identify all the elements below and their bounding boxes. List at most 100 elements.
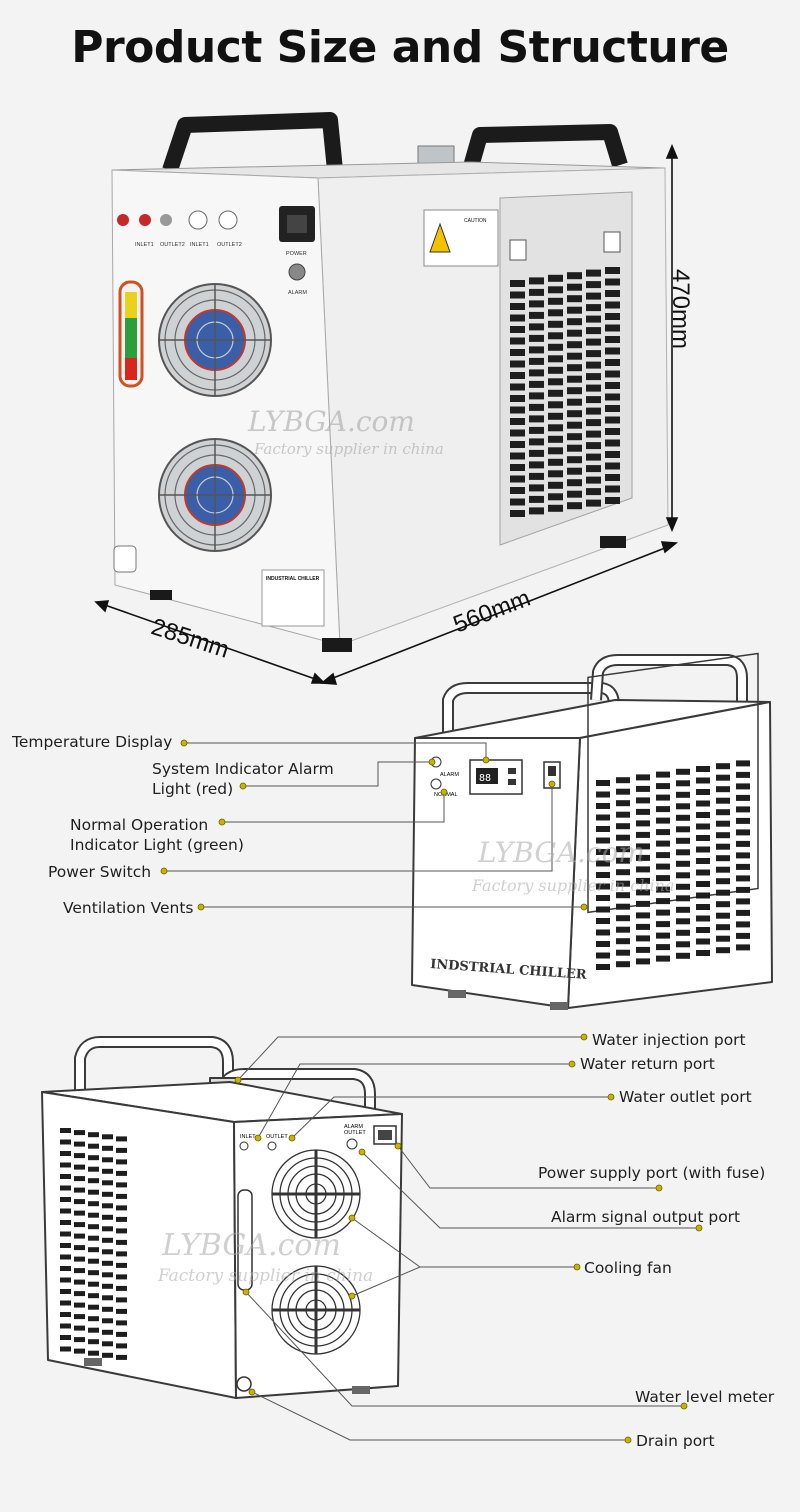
vent-slot bbox=[102, 1203, 113, 1209]
vent-slot bbox=[60, 1323, 71, 1329]
vent-slot bbox=[696, 766, 710, 772]
vent-slots bbox=[510, 267, 620, 517]
vent-slot bbox=[74, 1130, 85, 1136]
vent-slot bbox=[88, 1212, 99, 1218]
vent-slot bbox=[529, 438, 544, 446]
level-red bbox=[125, 358, 137, 380]
vent-slot bbox=[736, 863, 750, 870]
label-ventilation-vents: Ventilation Vents bbox=[63, 899, 194, 917]
vent-slot bbox=[548, 332, 563, 340]
vent-slot bbox=[510, 303, 525, 310]
vent-slot bbox=[102, 1134, 113, 1140]
vent-slot bbox=[636, 808, 650, 815]
vent-slot bbox=[567, 283, 582, 291]
vent-slot bbox=[676, 837, 690, 844]
vent-slot bbox=[74, 1141, 85, 1147]
alarm-connector bbox=[288, 263, 306, 281]
vent-slot bbox=[548, 366, 563, 374]
vent-slot bbox=[616, 880, 630, 887]
vent-slot bbox=[567, 433, 582, 441]
vent-slot bbox=[548, 504, 563, 512]
vent-slot bbox=[60, 1139, 71, 1145]
vent-slot bbox=[102, 1226, 113, 1232]
vent-slot bbox=[510, 406, 525, 414]
vent-slot bbox=[596, 929, 610, 936]
port-cap bbox=[160, 214, 172, 226]
vent-slot bbox=[548, 458, 563, 466]
vent-slot bbox=[60, 1220, 71, 1225]
vent-slot bbox=[116, 1274, 127, 1280]
vent-slot bbox=[116, 1251, 127, 1257]
vent-slot bbox=[676, 883, 690, 890]
vent-slot bbox=[74, 1210, 85, 1216]
vent-slot bbox=[88, 1258, 99, 1264]
vent-slot bbox=[510, 452, 525, 460]
vent-slot bbox=[636, 820, 650, 827]
vent-slot bbox=[716, 832, 730, 839]
vent-slot bbox=[696, 915, 710, 922]
vent-slot bbox=[656, 886, 670, 893]
vent-slot bbox=[636, 900, 650, 907]
vent-slot bbox=[605, 474, 620, 481]
vent-slot bbox=[567, 375, 582, 383]
vent-slot bbox=[88, 1155, 99, 1161]
vent-slot bbox=[116, 1354, 127, 1360]
vent-slot bbox=[696, 835, 710, 841]
vent-slot bbox=[616, 846, 630, 853]
vent-slot bbox=[716, 820, 730, 827]
vent-slot bbox=[586, 499, 601, 507]
vent-slot bbox=[616, 869, 630, 876]
vent-slot bbox=[567, 387, 582, 395]
vent-slot bbox=[102, 1214, 113, 1220]
vent-slot bbox=[605, 301, 620, 309]
vent-slot bbox=[586, 419, 601, 427]
foot bbox=[550, 1002, 568, 1010]
vent-slot bbox=[716, 878, 730, 885]
vent-slot bbox=[529, 426, 544, 434]
vent-slot bbox=[74, 1291, 85, 1297]
vent-slot bbox=[510, 360, 525, 368]
vent-slot bbox=[636, 785, 650, 792]
vent-slot bbox=[656, 932, 670, 939]
vent-slot bbox=[605, 290, 620, 297]
vent-slot bbox=[605, 336, 620, 343]
vent-slot bbox=[60, 1208, 71, 1214]
power-text: POWER bbox=[286, 251, 307, 257]
vent-slot bbox=[548, 481, 563, 489]
warning-icon bbox=[429, 222, 451, 253]
vent-slot bbox=[116, 1262, 127, 1268]
vent-slot bbox=[60, 1277, 71, 1283]
inlet-port bbox=[239, 1141, 249, 1151]
vent-slot bbox=[636, 877, 650, 884]
vent-slot bbox=[102, 1283, 113, 1289]
vent-slot bbox=[548, 309, 563, 317]
vent-slot bbox=[548, 274, 563, 282]
label-cooling-fan: Cooling fan bbox=[584, 1259, 672, 1277]
vent-slot bbox=[88, 1281, 99, 1287]
vent-slot bbox=[605, 359, 620, 366]
vent-slot bbox=[696, 812, 710, 818]
label-water-return: Water return port bbox=[580, 1055, 715, 1073]
vent-slot bbox=[656, 921, 670, 928]
vent-slot bbox=[696, 869, 710, 876]
vent-slot bbox=[510, 441, 525, 448]
fuse bbox=[378, 1130, 392, 1140]
vent-slot bbox=[716, 901, 730, 908]
vent-slot bbox=[586, 442, 601, 450]
vent-slot bbox=[88, 1350, 99, 1356]
vent-slot bbox=[116, 1159, 127, 1165]
vent-slot bbox=[102, 1295, 113, 1301]
vent-slot bbox=[60, 1300, 71, 1306]
vent-slot bbox=[74, 1302, 85, 1308]
display-button bbox=[508, 768, 516, 774]
vent-slot bbox=[605, 267, 620, 274]
label-alarm-light-2: Light (red) bbox=[152, 780, 234, 798]
vent-slot bbox=[586, 396, 601, 404]
vent-slot bbox=[74, 1153, 85, 1159]
vent-slot bbox=[116, 1216, 127, 1222]
vent-slot bbox=[736, 771, 750, 778]
vent-slot bbox=[60, 1346, 71, 1352]
vent-slot bbox=[676, 826, 690, 833]
vent-slot bbox=[567, 502, 582, 510]
vent-slot bbox=[116, 1193, 127, 1199]
